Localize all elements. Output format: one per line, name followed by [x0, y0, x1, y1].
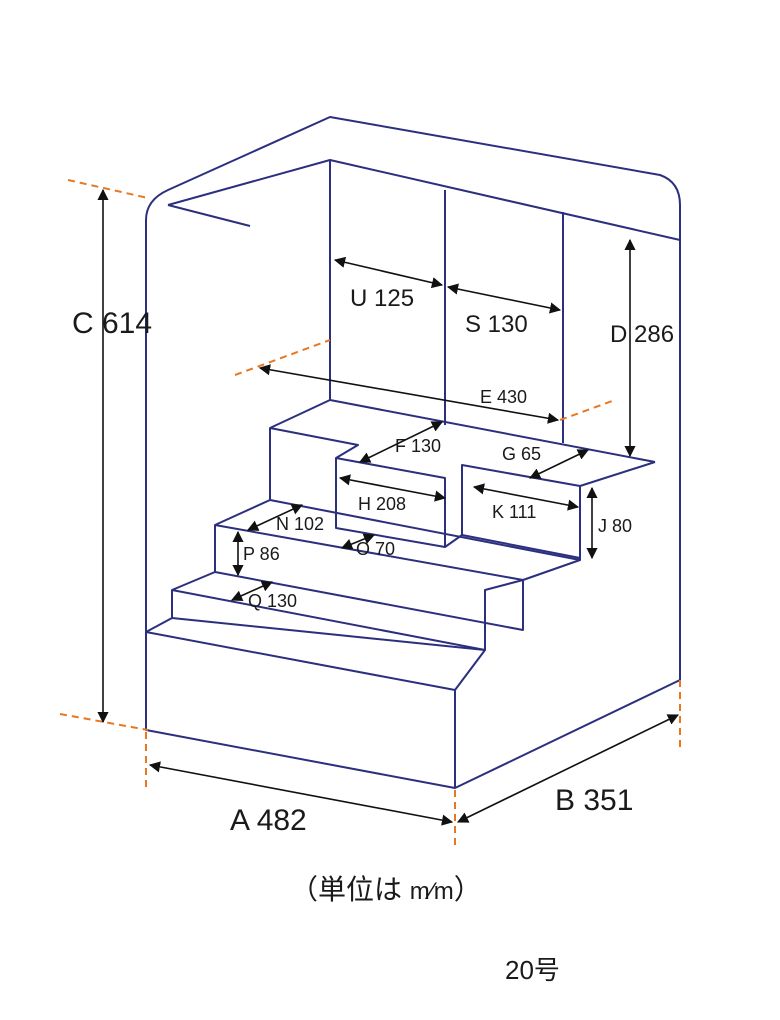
dim-arrow-k [472, 483, 580, 511]
dim-arrow-n [246, 504, 304, 531]
model-number: 20号 [505, 955, 560, 985]
dim-arrow-q [230, 581, 274, 601]
step-base [145, 617, 486, 788]
label-j: J 80 [598, 516, 632, 536]
label-e: E 430 [480, 387, 527, 407]
label-d: D 286 [610, 321, 674, 348]
label-h: H 208 [358, 494, 406, 514]
dim-arrow-e [258, 364, 560, 424]
label-u: U 125 [350, 285, 414, 312]
dim-arrow-s [446, 283, 562, 314]
step-3 [214, 499, 581, 581]
unit-note-unit: m⁄m [409, 878, 454, 905]
label-q: Q 130 [248, 591, 297, 611]
dim-arrow-f [358, 421, 444, 463]
recess-right [461, 534, 581, 559]
unit-note: （単位は m⁄m） [290, 868, 482, 908]
dim-arrow-a [148, 761, 454, 826]
staircase [145, 399, 656, 788]
label-k: K 111 [492, 502, 536, 522]
label-c: C 614 [72, 307, 152, 340]
cabinet-outer-frame [145, 116, 681, 789]
dim-arrow-o [340, 533, 376, 550]
label-s: S 130 [465, 311, 528, 338]
label-p: P 86 [243, 544, 280, 564]
unit-note-prefix: （単位は [290, 874, 410, 905]
label-o: O 70 [356, 539, 395, 559]
label-n: N 102 [276, 514, 324, 534]
dimension-labels: C 614 A 482 B 351 D 286 U 125 S 130 E 43… [72, 285, 674, 837]
step-2 [171, 571, 524, 651]
label-f: F 130 [395, 436, 441, 456]
inner-ceiling [167, 159, 681, 241]
unit-note-suffix: ） [453, 874, 482, 905]
dimension-arrows [97, 188, 680, 826]
dim-arrow-h [338, 474, 447, 502]
dim-arrow-b [456, 714, 680, 823]
roof-lip [167, 204, 251, 227]
dim-arrow-u [333, 256, 444, 289]
label-b: B 351 [555, 784, 633, 817]
dim-arrow-g [528, 449, 590, 479]
label-g: G 65 [502, 444, 541, 464]
label-a: A 482 [230, 804, 307, 837]
